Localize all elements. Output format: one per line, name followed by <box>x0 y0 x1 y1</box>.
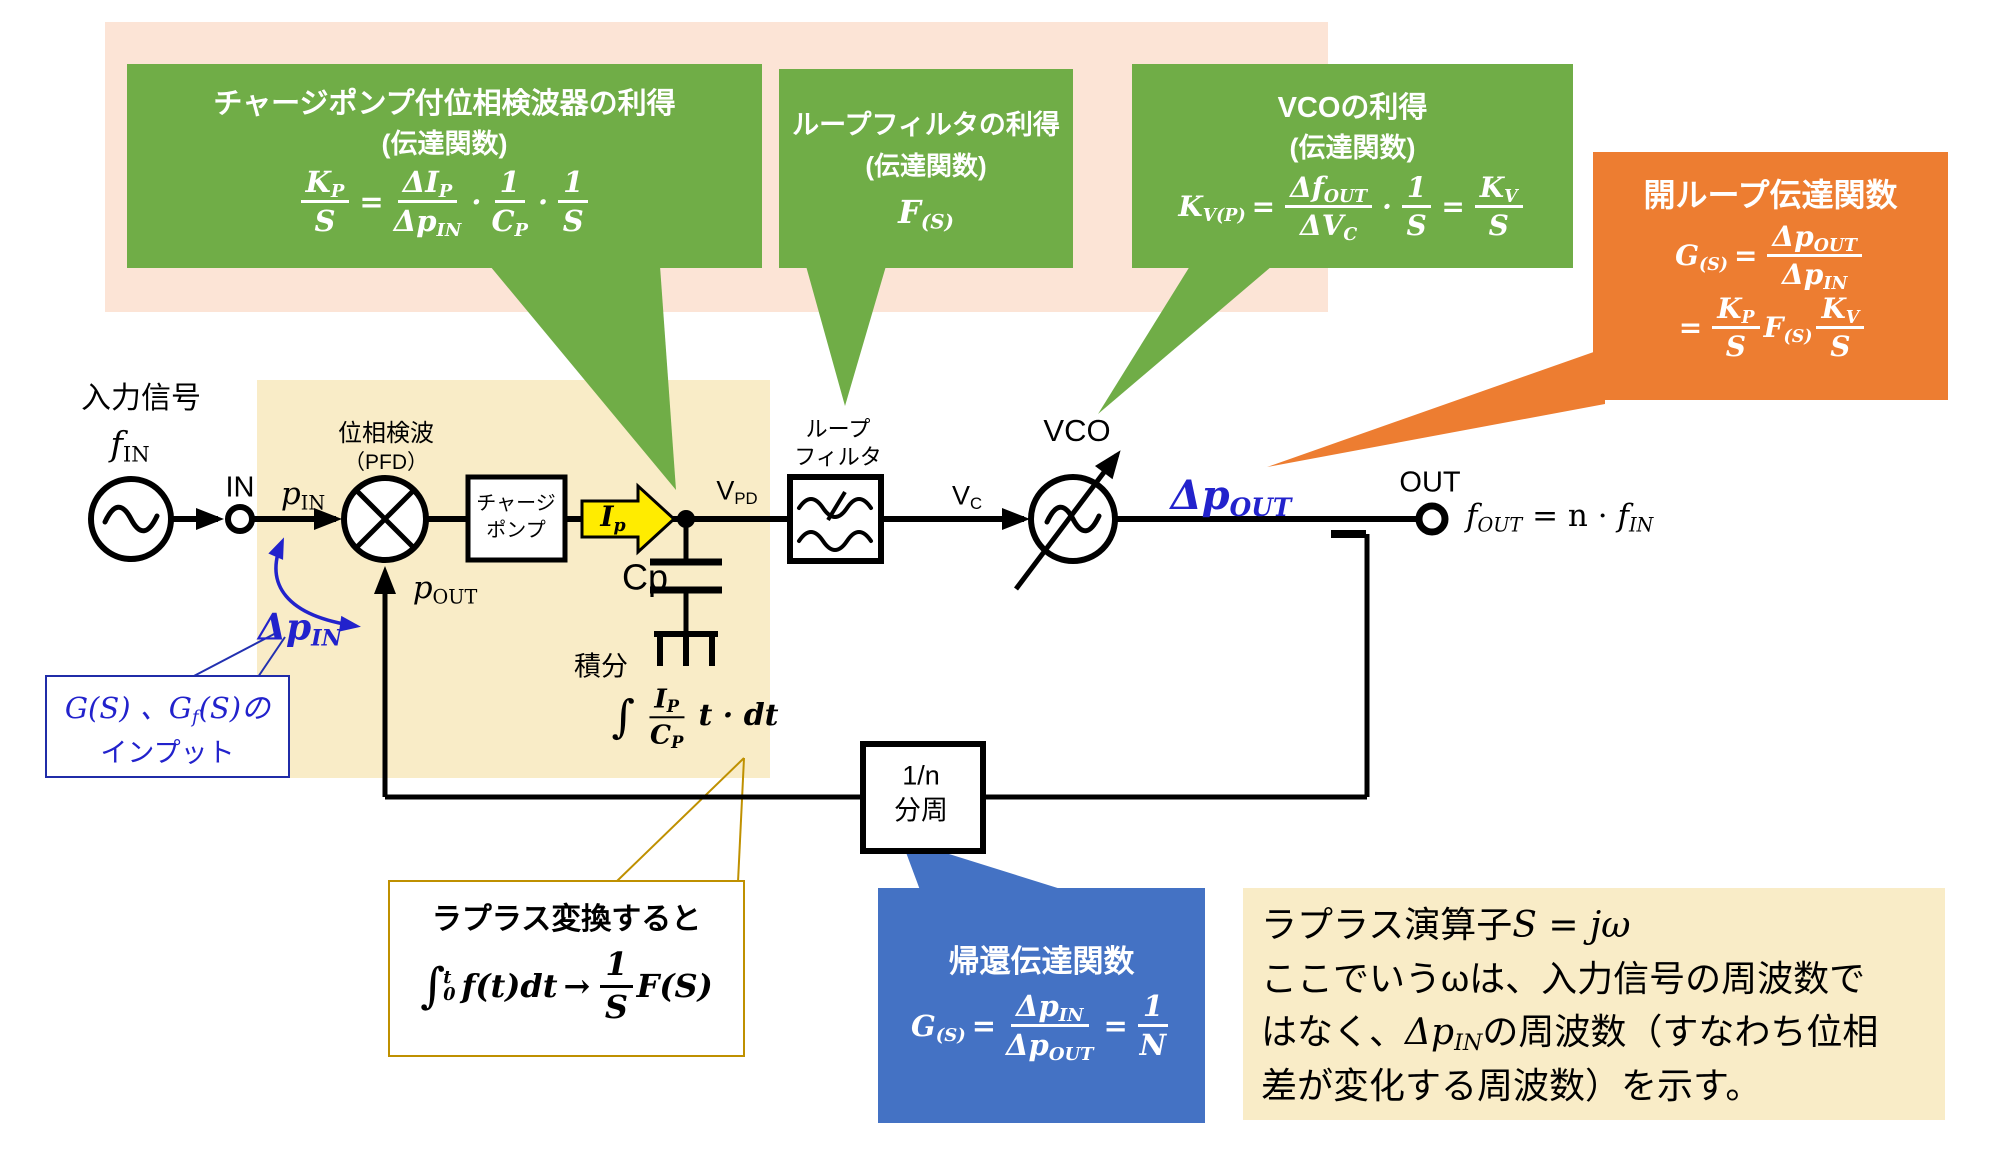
note-line-3: はなく、ΔpINの周波数（すなわち位相 <box>1261 1011 1879 1057</box>
vpd-junction-dot <box>677 510 695 528</box>
callout-line-gsinput-1 <box>191 631 279 678</box>
in-node <box>225 504 255 534</box>
charge-pump-box <box>465 474 568 563</box>
loop-filter-wave-bottom <box>797 530 873 552</box>
fin-label: fIN <box>110 424 150 467</box>
note-line-4: 差が変化する周波数）を示す。 <box>1261 1065 1762 1106</box>
pd-gain-subtitle: (伝達関数) <box>381 129 508 159</box>
divider-label-2: 分周 <box>894 795 948 826</box>
open-loop-title: 開ループ伝達関数 <box>1643 177 1898 213</box>
pin-label: pIN <box>280 476 326 515</box>
note-line-1: ラプラス演算子S = jω <box>1261 904 1631 946</box>
callout-tail-vco-gain <box>1098 266 1272 414</box>
sine-source-wave <box>102 504 160 534</box>
charge-pump-label-2: ポンプ <box>486 519 546 542</box>
dpout-label: ΔpOUT <box>1170 472 1292 522</box>
gs-input-line1: G(S) 、Gf(S)の <box>64 691 271 729</box>
callout-tail-open-loop <box>1267 348 1605 467</box>
divider-label-1: 1/n <box>902 760 940 791</box>
loop-filter-box <box>787 474 884 564</box>
loopfilter-label-1: ループ <box>805 416 871 442</box>
out-node-label: OUT <box>1399 466 1461 499</box>
pd-gain-title: チャージポンプ付位相検波器の利得 <box>213 88 676 120</box>
callout-tail-pd-gain <box>490 266 676 490</box>
ip-label: Ip <box>600 499 626 536</box>
pout-label: pOUT <box>412 570 478 609</box>
integration-label: 積分 <box>574 651 628 682</box>
laplace-title: ラプラス変換すると <box>431 903 702 936</box>
loopfilter-gain-formula: F(S) <box>898 193 954 234</box>
dpin-label: ΔpIN <box>258 606 342 652</box>
feedback-title: 帰還伝達関数 <box>948 944 1135 979</box>
input-signal-title: 入力信号 <box>81 381 201 415</box>
fout-equation: fOUT = n · fIN <box>1466 498 1654 537</box>
charge-pump-label-1: チャージ <box>476 492 556 515</box>
callout-line-gsinput-2 <box>257 636 286 678</box>
callout-tail-loopfilter-gain <box>806 266 886 406</box>
gs-input-line2: インプット <box>100 738 235 768</box>
vpd-label: VPD <box>716 475 758 509</box>
pfd-label-1: 位相検波 <box>338 420 434 448</box>
pfd-x-2 <box>355 489 415 549</box>
loop-filter-cutoff-slash <box>826 490 847 522</box>
gs-input-box: G(S) 、Gf(S)の インプット <box>45 675 290 778</box>
callout-line-laplace-1 <box>615 757 745 883</box>
loopfilter-gain-title: ループフィルタの利得 <box>792 110 1060 140</box>
callout-loopfilter-gain: ループフィルタの利得 (伝達関数) F(S) <box>779 69 1073 268</box>
vc-label: VC <box>951 480 983 514</box>
phase-difference-arrow <box>268 537 361 632</box>
in-node-label: IN <box>225 471 255 504</box>
ip-arrow-icon <box>580 482 677 556</box>
out-node <box>1415 502 1449 536</box>
loopfilter-gain-subtitle: (伝達関数) <box>865 151 987 181</box>
callout-line-laplace-2 <box>737 757 745 883</box>
loopfilter-label-2: フィルタ <box>794 444 882 470</box>
vco-label: VCO <box>1043 413 1111 449</box>
laplace-operator-note: ラプラス演算子S = jω ここでいうωは、入力信号の周波数で はなく、ΔpIN… <box>1243 888 1945 1120</box>
vco-gain-subtitle: (伝達関数) <box>1289 133 1416 163</box>
note-line-2: ここでいうωは、入力信号の周波数で <box>1261 958 1866 999</box>
vco-gain-title: VCOの利得 <box>1277 92 1428 124</box>
divider-box <box>860 741 986 854</box>
loop-filter-wave-top <box>797 497 873 519</box>
cap-label: Cp <box>621 556 669 598</box>
pfd-label-2: （PFD） <box>344 450 428 474</box>
vco-sine-wave <box>1044 504 1102 534</box>
vco-tuning-arrow <box>1014 450 1121 591</box>
